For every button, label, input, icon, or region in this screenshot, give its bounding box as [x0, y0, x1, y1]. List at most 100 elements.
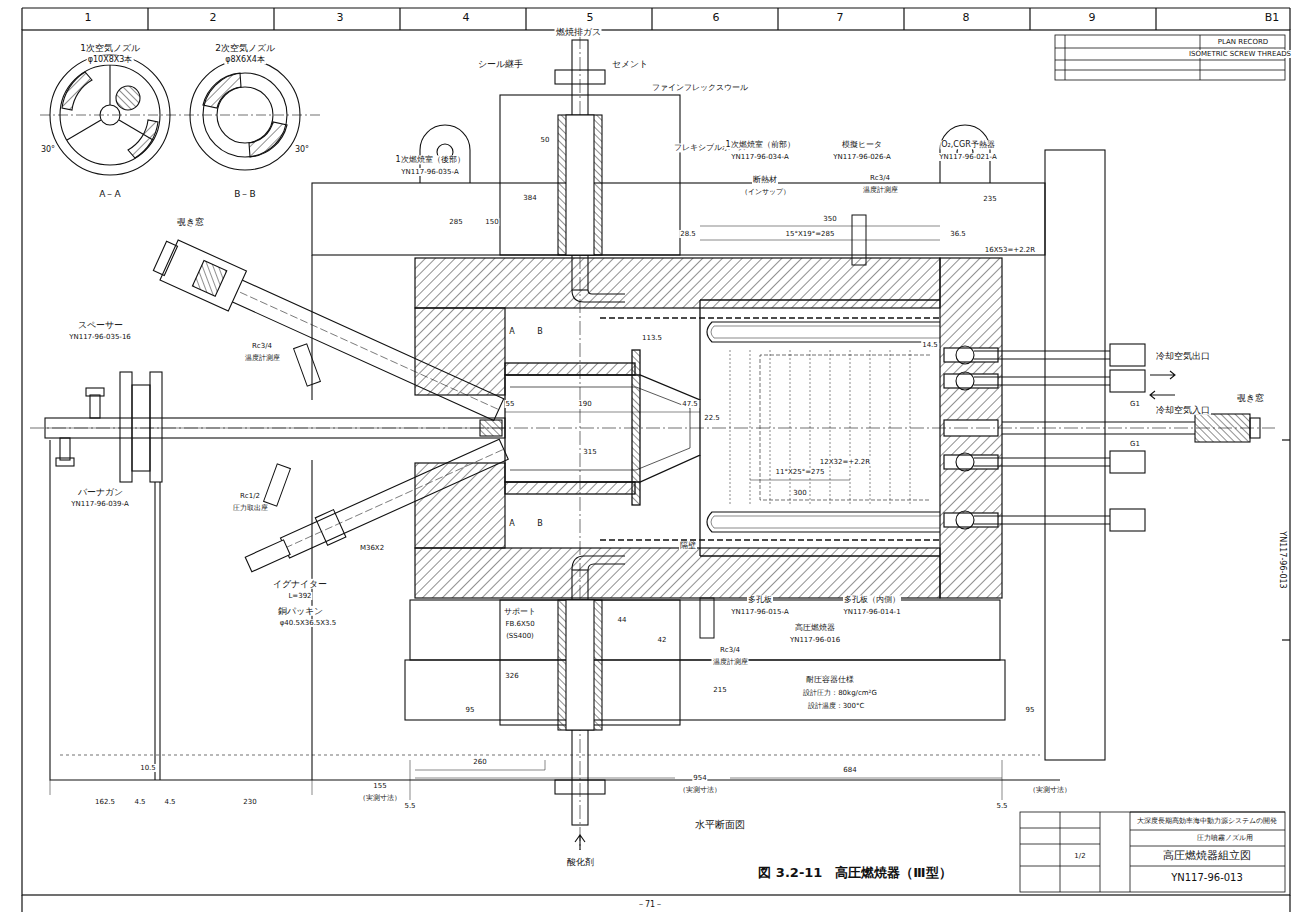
burner-gun [60, 438, 70, 460]
cooling-air-pipes [974, 516, 1110, 524]
cooling-air-pipes [956, 346, 974, 364]
drawing-label: 260 [472, 758, 487, 766]
drawing-label: YN117-96-013 [1170, 872, 1244, 884]
drawing-label: 温度計測座 [712, 658, 749, 666]
drawing-label: （インサップ） [740, 188, 791, 196]
support-frames [405, 660, 1005, 720]
pressure-vessel [415, 548, 940, 598]
drawing-label: YN117-96-035-A [400, 168, 459, 176]
drawing-label: －71－ [636, 900, 664, 909]
title-block [1060, 812, 1061, 892]
drawing-label: 14.5 [921, 341, 939, 349]
drawing-label: G1 [1129, 440, 1141, 448]
drawing-label: 冷却空気出口 [1155, 351, 1211, 361]
drawing-label: 42 [657, 636, 668, 644]
drawing-label: 圧力取出座 [232, 504, 269, 512]
drawing-label: 6 [712, 12, 721, 25]
combustion-chamber [700, 555, 940, 556]
drawing-label: φ40.5X36.5X3.5 [279, 619, 338, 627]
drawing-label: B1 [1264, 12, 1281, 25]
support-frames [50, 440, 1060, 780]
dimension-lines [415, 770, 545, 771]
sheet-frame [273, 8, 274, 30]
drawing-label: 5.5 [403, 802, 416, 810]
drawing-label: 28.5 [679, 230, 697, 238]
drawing-label: 燃焼排ガス [555, 27, 602, 37]
drawing-label: 155 [372, 782, 387, 790]
drawing-label: ファインフレックスウール [651, 83, 749, 92]
title-block [1020, 844, 1100, 845]
igniter-tube [245, 540, 290, 572]
heater-tubes [707, 322, 940, 532]
title-block [1100, 812, 1101, 892]
drawing-label: イグナイター [272, 579, 328, 589]
oxidizer-pipe [555, 556, 625, 850]
drawing-label: YN117-96-013 [1277, 530, 1286, 589]
cooling-air-pipes [956, 511, 974, 529]
drawing-label: 3 [336, 12, 345, 25]
drawing-label: Rc3/4 [251, 342, 273, 350]
drawing-label: G1 [1129, 400, 1141, 408]
oxidizer-pipe [575, 835, 585, 850]
axis-line [30, 35, 1275, 850]
measuring-lines [730, 350, 731, 505]
sheet-frame [1282, 439, 1290, 440]
exhaust-pipe [566, 115, 594, 255]
pressure-vessel [944, 374, 998, 388]
sheet-frame [1029, 8, 1030, 30]
sheet-frame [147, 8, 148, 30]
title-block [1130, 846, 1285, 847]
drawing-label: 断熱材 [752, 175, 778, 184]
drawing-label: （実測寸法） [678, 786, 722, 794]
drawing-label: YN117-96-034-A [730, 153, 789, 161]
measuring-lines [730, 350, 910, 505]
combustion-chamber [600, 317, 940, 318]
combustion-chamber [600, 539, 940, 540]
drawing-label: 5.5 [995, 802, 1008, 810]
drawing-label: 16X53=+2.2R [984, 246, 1036, 254]
burner-gun [120, 372, 132, 482]
drawing-label: B－B [233, 189, 256, 199]
drawing-label: 隔壁 [679, 541, 697, 550]
drawing-label: 2 [209, 12, 218, 25]
dimension-lines [730, 778, 1002, 779]
drawing-label: 150 [484, 218, 499, 226]
measuring-lines [870, 350, 871, 505]
drawing-label: 44 [617, 616, 628, 624]
drawing-label: B [536, 327, 544, 336]
dimension-lines [505, 412, 700, 413]
drawing-label: YN117-96-014-1 [842, 608, 901, 616]
drawing-label: YN117-96-015-A [730, 608, 789, 616]
ports-and-bolts [294, 344, 321, 386]
combustion-chamber [505, 482, 635, 494]
sheet-frame [22, 8, 1290, 912]
drawing-label: 22.5 [703, 414, 721, 422]
drawing-label: 耐圧容器仕様 [805, 675, 855, 684]
drawing-label: 15°X19°=285 [785, 230, 836, 238]
drawing-label: 4 [462, 12, 471, 25]
drawing-label: 覗き窓 [176, 217, 205, 227]
drawing-label: 684 [842, 766, 857, 774]
drawing-label: 235 [982, 195, 997, 203]
title-block [1130, 866, 1285, 867]
drawing-label: YN117-96-021-A [938, 153, 997, 161]
sheet-frame [777, 8, 778, 30]
pressure-vessel [944, 348, 998, 362]
sheet-frame [525, 8, 526, 30]
combustion-chamber [510, 387, 690, 470]
sheet-frame [22, 7, 1290, 8]
drawing-label: 215 [712, 686, 727, 694]
pressure-vessel [944, 455, 998, 469]
drawing-label: 285 [448, 218, 463, 226]
heater-tubes [711, 516, 940, 528]
drawing-label: M36X2 [359, 544, 385, 552]
combustion-chamber [505, 375, 700, 482]
support-frames [311, 255, 312, 400]
drawing-label: 4.5 [163, 798, 176, 806]
drawing-label: バーナガン [77, 487, 124, 497]
drawing-label: O₂,CGR予熱器 [940, 140, 995, 149]
drawing-label: YN117-96-026-A [832, 153, 891, 161]
drawing-label: 300 [792, 489, 807, 497]
drawing-label: 30° [40, 145, 56, 154]
